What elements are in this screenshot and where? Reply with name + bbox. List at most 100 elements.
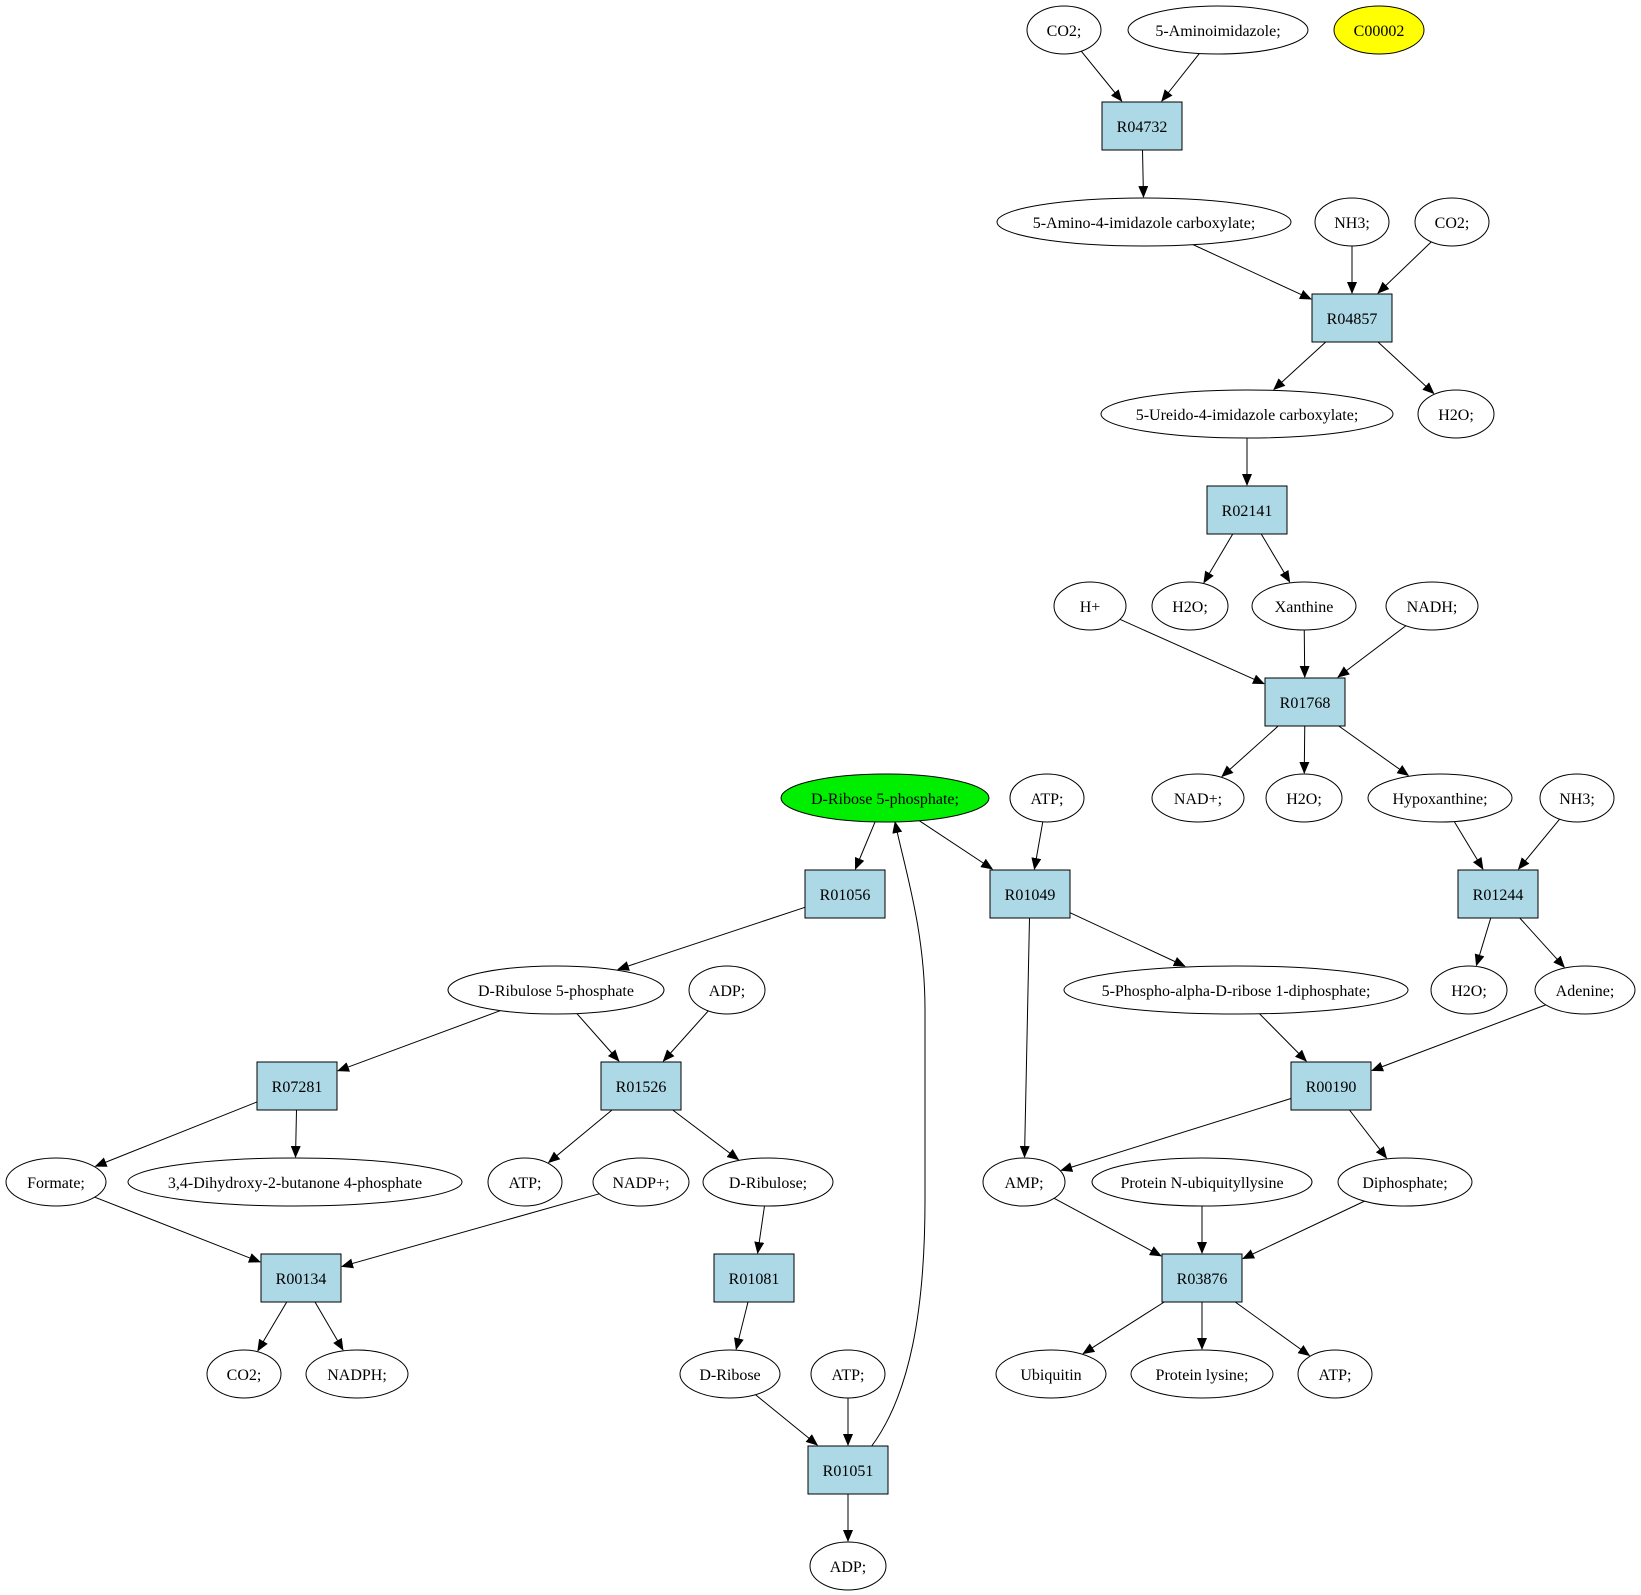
compound-label: Xanthine xyxy=(1275,599,1334,616)
compound-node-atp-a[interactable]: ATP; xyxy=(1009,773,1085,823)
compound-ellipse xyxy=(1053,581,1127,631)
compound-ellipse xyxy=(1385,581,1479,631)
compound-label: CO2; xyxy=(227,1367,262,1384)
reaction-node-r03876[interactable]: R03876 xyxy=(1161,1253,1243,1303)
compound-node-prpp[interactable]: 5-Phospho-alpha-D-ribose 1-diphosphate; xyxy=(1063,965,1409,1015)
reaction-node-r01244[interactable]: R01244 xyxy=(1457,869,1539,919)
compound-label: NADPH; xyxy=(327,1367,387,1384)
compound-label: D-Ribose xyxy=(699,1367,760,1384)
reaction-label: R01056 xyxy=(820,887,871,904)
compound-node-nadph[interactable]: NADPH; xyxy=(305,1349,409,1399)
compound-node-hypoxanthine[interactable]: Hypoxanthine; xyxy=(1367,773,1513,823)
compound-node-aminoimidazole[interactable]: 5-Aminoimidazole; xyxy=(1127,5,1309,55)
compound-node-formate[interactable]: Formate; xyxy=(5,1157,107,1207)
compound-node-ubiquitin[interactable]: Ubiquitin xyxy=(995,1349,1107,1399)
edge-R01244-to-adenine xyxy=(1519,917,1565,968)
edge-amino_imidazole_carboxylate-to-R04857 xyxy=(1192,244,1312,300)
compound-node-adp-b[interactable]: ADP; xyxy=(809,1541,887,1591)
compound-ellipse xyxy=(688,965,766,1015)
compound-ellipse xyxy=(1417,389,1495,439)
compound-node-ureido-carboxylate[interactable]: 5-Ureido-4-imidazole carboxylate; xyxy=(1100,389,1394,439)
compound-node-co2-c[interactable]: CO2; xyxy=(206,1349,282,1399)
compound-node-h2o-a[interactable]: H2O; xyxy=(1417,389,1495,439)
compound-node-h2o-b[interactable]: H2O; xyxy=(1151,581,1229,631)
reaction-label: R07281 xyxy=(272,1079,323,1096)
compound-label: H2O; xyxy=(1172,599,1208,616)
reaction-node-r00134[interactable]: R00134 xyxy=(260,1253,342,1303)
compound-ellipse xyxy=(1091,1157,1313,1207)
reaction-node-r01526[interactable]: R01526 xyxy=(600,1061,682,1111)
compound-ellipse xyxy=(679,1349,781,1399)
compound-ellipse xyxy=(810,1349,886,1399)
compound-label: Hypoxanthine; xyxy=(1392,791,1487,808)
reaction-node-r07281[interactable]: R07281 xyxy=(256,1061,338,1111)
compound-label: Ubiquitin xyxy=(1020,1367,1081,1384)
compound-label: 3,4-Dihydroxy-2-butanone 4-phosphate xyxy=(168,1175,422,1192)
compound-node-dihydroxybutanone[interactable]: 3,4-Dihydroxy-2-butanone 4-phosphate xyxy=(127,1157,463,1207)
compound-ellipse xyxy=(1009,773,1085,823)
compound-node-h2o-c[interactable]: H2O; xyxy=(1265,773,1343,823)
compound-node-nh3-b[interactable]: NH3; xyxy=(1539,773,1615,823)
compound-node-c00002[interactable]: C00002 xyxy=(1333,5,1425,55)
reaction-node-r00190[interactable]: R00190 xyxy=(1290,1061,1372,1111)
compound-node-atp-d[interactable]: ATP; xyxy=(1297,1349,1373,1399)
edge-amp-to-R03876 xyxy=(1053,1197,1162,1257)
edge-ribose5p-to-R01056 xyxy=(854,821,876,870)
compound-node-protein-ubiquityllysine[interactable]: Protein N-ubiquityllysine xyxy=(1091,1157,1313,1207)
reaction-node-r01056[interactable]: R01056 xyxy=(804,869,886,919)
reaction-node-r04857[interactable]: R04857 xyxy=(1311,293,1393,343)
compound-node-co2-top[interactable]: CO2; xyxy=(1026,5,1102,55)
compound-node-adp-a[interactable]: ADP; xyxy=(688,965,766,1015)
compound-node-amino-imidazole-carboxylate[interactable]: 5-Amino-4-imidazole carboxylate; xyxy=(996,197,1292,247)
reaction-node-r04732[interactable]: R04732 xyxy=(1101,101,1183,151)
edge-R03876-to-ubiquitin xyxy=(1082,1301,1165,1355)
reaction-node-r01768[interactable]: R01768 xyxy=(1264,677,1346,727)
compound-label: NADP+; xyxy=(612,1175,669,1192)
compound-label: AMP; xyxy=(1004,1175,1043,1192)
compound-node-ribose5p[interactable]: D-Ribose 5-phosphate; xyxy=(780,773,990,823)
reaction-box xyxy=(1264,677,1346,727)
compound-node-ribulose5p[interactable]: D-Ribulose 5-phosphate xyxy=(447,965,665,1015)
compound-ellipse xyxy=(995,1349,1107,1399)
edge-nh3_b-to-R01244 xyxy=(1517,818,1560,870)
reaction-node-r01051[interactable]: R01051 xyxy=(807,1445,889,1495)
reaction-box xyxy=(1206,485,1288,535)
compound-node-atp-b[interactable]: ATP; xyxy=(487,1157,563,1207)
reaction-box xyxy=(600,1061,682,1111)
compound-node-nadp-plus[interactable]: NADP+; xyxy=(592,1157,690,1207)
compound-node-amp[interactable]: AMP; xyxy=(982,1157,1066,1207)
compound-label: ATP; xyxy=(1319,1367,1352,1384)
compound-label: CO2; xyxy=(1047,23,1082,40)
reaction-box xyxy=(1311,293,1393,343)
compound-node-d-ribulose[interactable]: D-Ribulose; xyxy=(702,1157,834,1207)
compound-node-h2o-d[interactable]: H2O; xyxy=(1430,965,1508,1015)
reaction-node-r01049[interactable]: R01049 xyxy=(989,869,1071,919)
compound-label: 5-Phospho-alpha-D-ribose 1-diphosphate; xyxy=(1102,983,1371,1000)
compound-node-nh3-a[interactable]: NH3; xyxy=(1314,197,1390,247)
edge-aminoimidazole-to-R04732 xyxy=(1161,53,1200,102)
edge-R01049-to-prpp xyxy=(1069,912,1186,967)
compound-node-co2-b[interactable]: CO2; xyxy=(1414,197,1490,247)
compound-node-protein-lysine[interactable]: Protein lysine; xyxy=(1130,1349,1274,1399)
compound-node-atp-c[interactable]: ATP; xyxy=(810,1349,886,1399)
reaction-node-r02141[interactable]: R02141 xyxy=(1206,485,1288,535)
edge-R01244-to-h2o_d xyxy=(1474,917,1492,967)
compound-node-adenine[interactable]: Adenine; xyxy=(1534,965,1636,1015)
compound-node-h-plus[interactable]: H+ xyxy=(1053,581,1127,631)
compound-ellipse xyxy=(1367,773,1513,823)
compound-ellipse xyxy=(809,1541,887,1591)
compound-node-xanthine[interactable]: Xanthine xyxy=(1251,581,1357,631)
reaction-box xyxy=(713,1253,795,1303)
compound-label: ATP; xyxy=(1031,791,1064,808)
compound-node-nadh[interactable]: NADH; xyxy=(1385,581,1479,631)
compound-node-d-ribose[interactable]: D-Ribose xyxy=(679,1349,781,1399)
edge-R02141-to-xanthine xyxy=(1260,533,1291,583)
edge-ribulose5p-to-R07281 xyxy=(337,1010,501,1072)
edge-layer xyxy=(94,50,1565,1542)
compound-node-nad-plus[interactable]: NAD+; xyxy=(1151,773,1245,823)
compound-node-diphosphate[interactable]: Diphosphate; xyxy=(1337,1157,1473,1207)
reaction-node-r01081[interactable]: R01081 xyxy=(713,1253,795,1303)
compound-label: ATP; xyxy=(832,1367,865,1384)
compound-label: D-Ribulose 5-phosphate xyxy=(478,983,634,1000)
compound-ellipse xyxy=(487,1157,563,1207)
